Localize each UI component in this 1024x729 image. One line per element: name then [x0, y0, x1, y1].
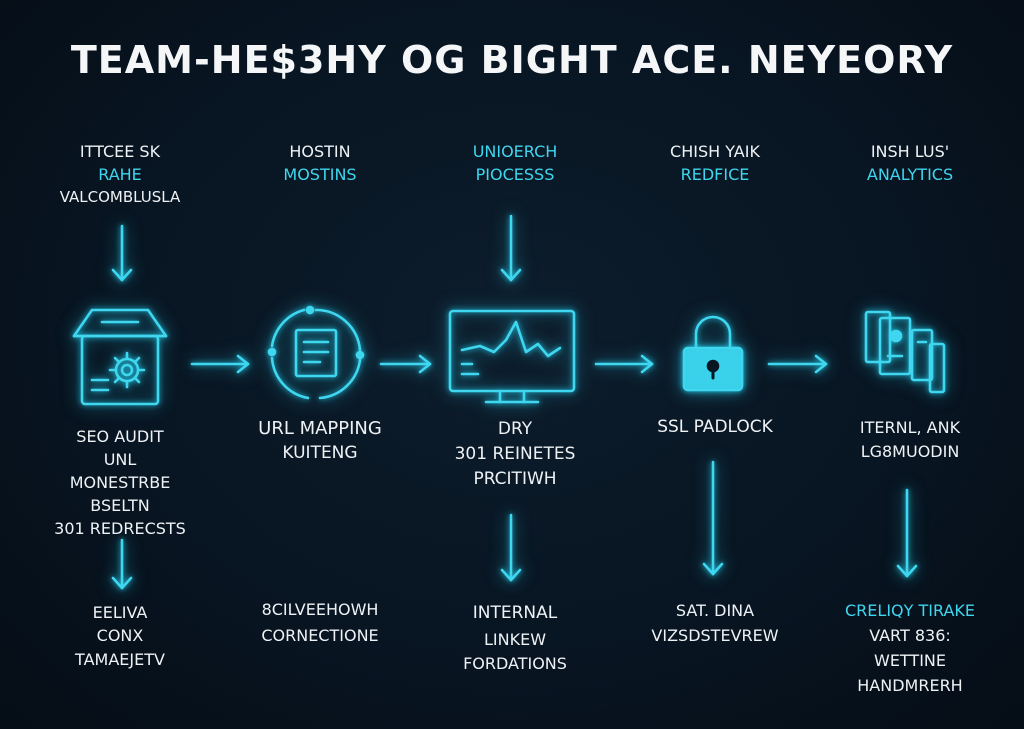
col5-top-line1: INSH LUS'	[870, 142, 950, 161]
col5-bottom-line2: VART 836:	[869, 626, 951, 645]
col1-mid-line3: MONESTRBE	[69, 473, 171, 492]
col1-top-line3: VALCOMBLUSLA	[59, 188, 181, 206]
col3-bottom-line2: LINKEW	[483, 630, 547, 649]
col1-mid-line4: BSELTN	[90, 496, 150, 515]
devices-icon	[864, 310, 946, 394]
col5-top-line2: ANALYTICS	[866, 165, 954, 184]
col4-bottom-line2: VIZSDSTEVREW	[651, 626, 779, 645]
col2-top-line1: HOSTIN	[289, 142, 351, 161]
col2-mid-line2: KUITENG	[282, 443, 358, 463]
col1-mid-line2: UNL	[103, 450, 137, 469]
col3-mid-line3: PRCITIWH	[473, 469, 557, 489]
monitor-chart-icon	[448, 309, 576, 404]
col5-bottom-line4: HANDMRERH	[857, 676, 963, 695]
col2-bottom-line1: 8CILVEEHOWH	[261, 600, 379, 619]
house-gear-icon	[72, 308, 168, 406]
diagram-title: TEAM-HE$3HY OG BIGHT ACE. NEYEORY	[70, 38, 954, 82]
arrow-down-icon	[111, 538, 133, 590]
col3-mid-line1: DRY	[497, 419, 533, 439]
arrow-down-icon	[896, 488, 918, 578]
col1-bottom-line1: EELIVA	[92, 603, 148, 622]
document-circle-icon	[267, 305, 365, 400]
col1-bottom-line3: TAMAEJETV	[75, 650, 165, 669]
arrow-down-icon	[702, 460, 724, 576]
col4-bottom-line1: SAT. DINA	[675, 601, 755, 620]
col5-bottom-line1: CRELIQY TIRAKE	[845, 601, 975, 620]
arrow-right-icon	[379, 354, 432, 374]
col3-bottom-line1: INTERNAL	[472, 603, 558, 623]
col1-mid-line1: SEO AUDIT	[76, 427, 164, 446]
col4-mid-line1: SSL PADLOCK	[657, 417, 773, 437]
col5-mid-line2: LG8MUODIN	[860, 442, 960, 461]
col3-mid-line2: 301 REINETES	[454, 444, 576, 464]
col1-top-line1: ITTCEE SK	[79, 142, 161, 161]
col2-bottom-line2: CORNECTIONE	[261, 626, 379, 645]
col4-top-line2: REDFICE	[680, 165, 750, 184]
col2-mid-line1: URL MAPPING	[258, 418, 382, 439]
arrow-down-icon	[111, 224, 133, 282]
col5-mid-line1: ITERNL, ANK	[859, 418, 961, 437]
col4-top-line1: CHISH YAIK	[670, 142, 760, 161]
arrow-right-icon	[190, 354, 250, 374]
arrow-right-icon	[594, 354, 654, 374]
col1-mid-line5: 301 REDRECSTS	[54, 519, 186, 538]
arrow-right-icon	[767, 354, 828, 374]
arrow-down-icon	[500, 214, 522, 282]
col1-bottom-line2: CONX	[96, 626, 144, 645]
col1-top-line2: RAHE	[98, 165, 142, 184]
col3-top-line1: UNIOERCH	[472, 142, 558, 161]
col3-top-line2: PIOCESSS	[475, 165, 555, 184]
padlock-icon	[682, 315, 744, 392]
col5-bottom-line3: WETTINE	[874, 651, 946, 670]
col2-top-line2: MOSTINS	[283, 165, 357, 184]
col3-bottom-line3: FORDATIONS	[463, 654, 567, 673]
arrow-down-icon	[500, 513, 522, 582]
